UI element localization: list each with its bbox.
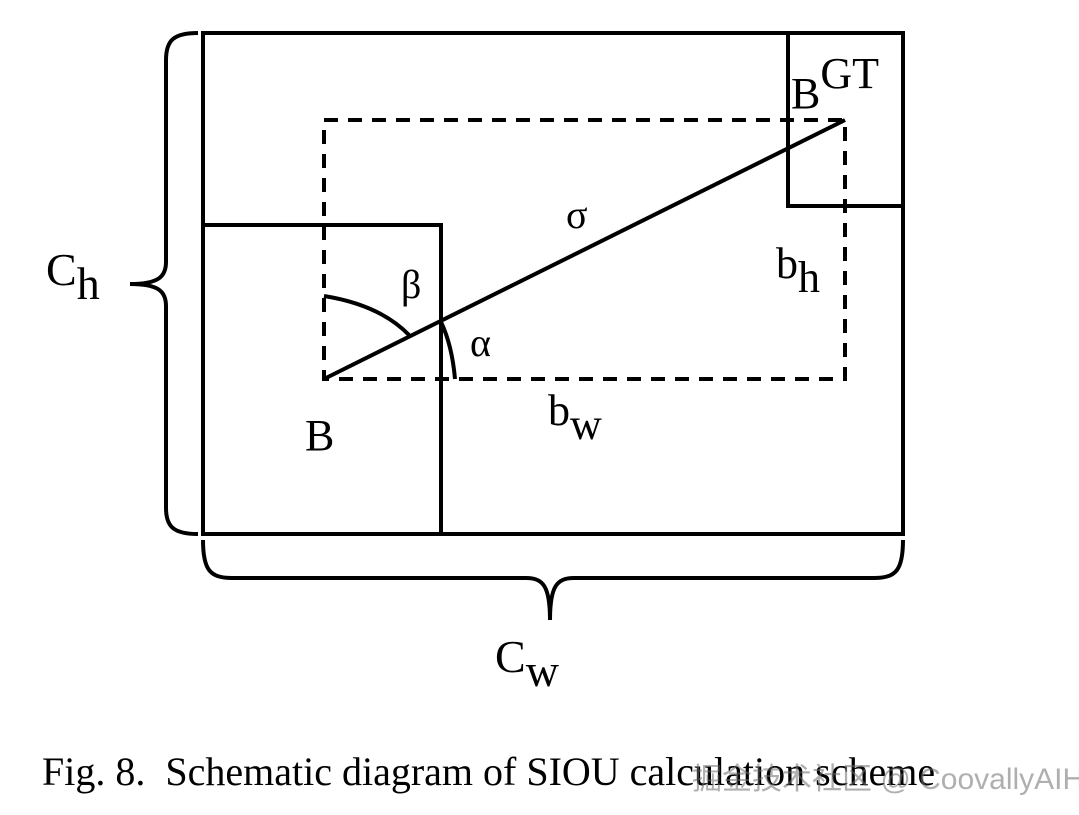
caption-label: Fig. 8. [42, 749, 146, 794]
bw-label: bw [548, 386, 602, 449]
figure-caption: Fig. 8. Schematic diagram of SIOU calcula… [42, 748, 935, 795]
alpha-label: α [470, 320, 491, 365]
gt-label: BGT [791, 49, 879, 118]
cw-brace [201, 539, 905, 621]
ch-label: Ch [46, 244, 100, 309]
caption-text: Schematic diagram of SIOU calculation sc… [165, 749, 936, 794]
beta-label: β [401, 262, 421, 307]
beta-arc [323, 294, 411, 337]
watermark: 掘金技术社区 @ CoovallyAIHub [692, 763, 1079, 796]
bh-label: bh [776, 239, 820, 302]
cw-label: Cw [495, 631, 560, 696]
sigma-label: σ [566, 192, 588, 237]
ch-brace [129, 31, 199, 536]
pred-box-label: B [305, 411, 334, 460]
sigma-line [325, 118, 846, 380]
alpha-arc [439, 321, 457, 380]
center-distance-box [322, 118, 847, 381]
